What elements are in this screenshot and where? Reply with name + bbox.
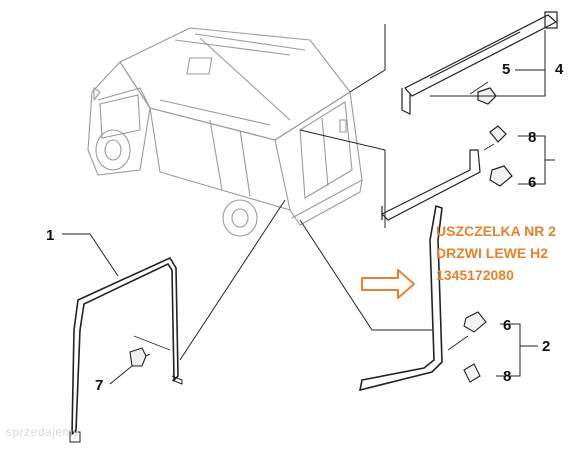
annotation-arrow	[361, 269, 415, 299]
bracket-2	[496, 323, 538, 377]
callout-8-upper: 8	[528, 129, 537, 146]
leader-1	[62, 233, 119, 277]
annotation-line-2: DRZWI LEWE H2	[436, 245, 548, 261]
seal-part-2	[358, 204, 487, 392]
callout-1: 1	[46, 227, 55, 244]
clip-part-7	[109, 335, 171, 385]
seal-mid-right	[380, 125, 513, 221]
bracket-mid	[518, 135, 555, 185]
callout-7: 7	[95, 377, 104, 394]
seal-part-1	[69, 256, 183, 443]
watermark-text: sprzedajemy	[6, 425, 80, 439]
leader-lines	[179, 24, 432, 361]
annotation-line-3: 1345172080	[436, 267, 514, 283]
callout-4: 4	[555, 61, 564, 78]
annotation-line-1: USZCZELKA NR 2	[436, 223, 557, 239]
callout-8-lower: 8	[503, 368, 512, 385]
van-illustration	[87, 27, 363, 237]
seal-part-4	[401, 11, 558, 115]
callout-2: 2	[542, 338, 551, 355]
callout-6-lower: 6	[503, 317, 512, 334]
bracket-4	[430, 30, 546, 97]
callout-6-upper: 6	[528, 174, 537, 191]
callout-5: 5	[502, 61, 511, 78]
